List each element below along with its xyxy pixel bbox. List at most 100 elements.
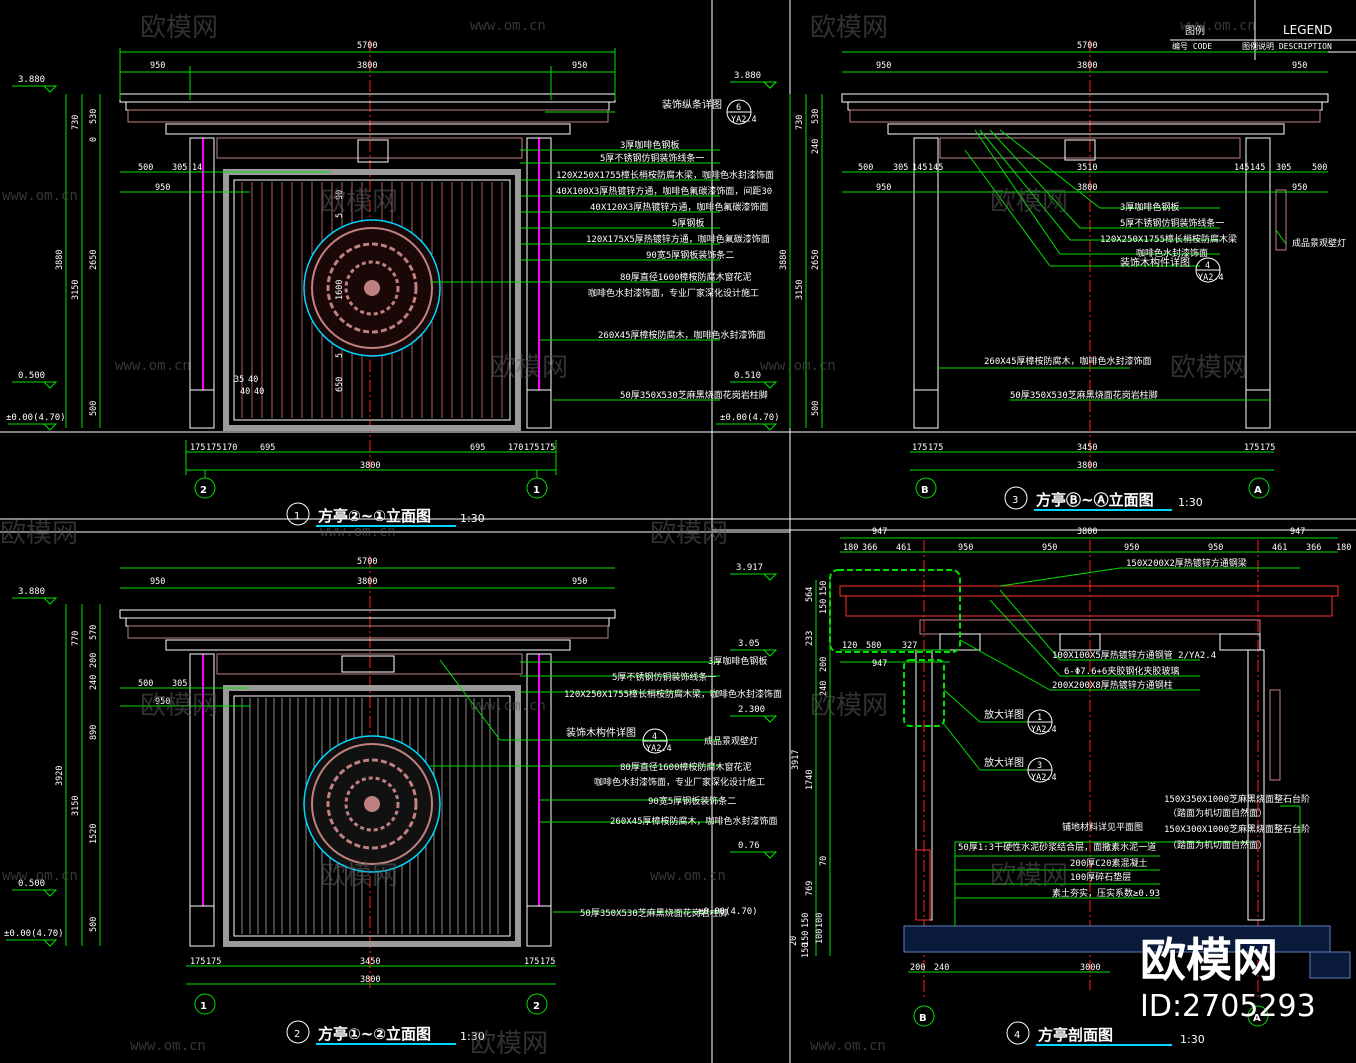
svg-text:±0.00(4.70): ±0.00(4.70)	[4, 929, 64, 939]
svg-text:50厚1:3干硬性水泥砂浆结合层，面撒素水泥一道: 50厚1:3干硬性水泥砂浆结合层，面撒素水泥一道	[958, 841, 1156, 853]
svg-text:5700: 5700	[357, 41, 377, 51]
svg-text:730: 730	[71, 115, 81, 130]
svg-text:80厚直径1600樟桉防腐木窗花泥: 80厚直径1600樟桉防腐木窗花泥	[620, 761, 752, 773]
svg-text:成品景观壁灯: 成品景观壁灯	[1292, 237, 1346, 249]
svg-text:950: 950	[1208, 543, 1223, 553]
svg-text:14: 14	[192, 163, 202, 173]
legend-header: 图例 LEGEND 编号 CODE 图例说明 DESCRIPTION	[1172, 23, 1332, 51]
svg-text:2650: 2650	[811, 250, 821, 270]
svg-text:www.om.cn: www.om.cn	[2, 868, 78, 884]
svg-text:150X300X1000芝麻黑烧面整石台阶: 150X300X1000芝麻黑烧面整石台阶	[1164, 823, 1310, 835]
svg-text:www.om.cn: www.om.cn	[2, 188, 78, 204]
svg-text:950: 950	[958, 543, 973, 553]
watermark-id: ID:2705293	[1140, 989, 1316, 1024]
svg-text:5700: 5700	[357, 557, 377, 567]
svg-text:305: 305	[172, 679, 187, 689]
svg-text:200: 200	[819, 657, 829, 672]
svg-text:1:30: 1:30	[460, 512, 485, 525]
svg-text:100X100X5厚热镀锌方通钢管 2/YA2.4: 100X100X5厚热镀锌方通钢管 2/YA2.4	[1052, 649, 1216, 661]
svg-text:769: 769	[805, 881, 815, 896]
svg-text:YA2.4: YA2.4	[731, 115, 757, 125]
svg-text:366: 366	[1306, 543, 1321, 553]
svg-text:www.om.cn: www.om.cn	[470, 18, 546, 34]
svg-text:150: 150	[801, 913, 811, 928]
svg-text:素土夯实，压实系数≥0.93: 素土夯实，压实系数≥0.93	[1052, 887, 1160, 899]
svg-text:150: 150	[801, 931, 811, 946]
svg-text:YA2.4: YA2.4	[1031, 773, 1057, 783]
svg-text:3880: 3880	[55, 250, 65, 270]
svg-text:730: 730	[795, 115, 805, 130]
svg-text:B: B	[919, 1013, 927, 1024]
svg-text:4: 4	[652, 732, 657, 742]
svg-text:145: 145	[928, 163, 943, 173]
svg-text:3450: 3450	[1077, 443, 1097, 453]
svg-text:40: 40	[248, 375, 258, 385]
svg-text:3917: 3917	[791, 750, 801, 770]
svg-text:欧模网: 欧模网	[0, 519, 78, 549]
svg-text:装饰纵条详图: 装饰纵条详图	[662, 98, 722, 111]
svg-text:www.om.cn: www.om.cn	[760, 358, 836, 374]
svg-text:3800: 3800	[357, 61, 377, 71]
svg-text:200: 200	[89, 653, 99, 668]
svg-text:欧模网: 欧模网	[470, 1029, 548, 1059]
svg-text:530: 530	[89, 109, 99, 124]
view1-leaders	[430, 111, 720, 401]
svg-text:1: 1	[1037, 713, 1042, 723]
svg-text:180: 180	[1336, 543, 1351, 553]
svg-text:90宽5厚钢板装饰条二: 90宽5厚钢板装饰条二	[648, 795, 736, 807]
svg-text:100: 100	[815, 913, 825, 928]
svg-text:A: A	[1254, 485, 1262, 496]
svg-text:530: 530	[811, 109, 821, 124]
svg-text:3150: 3150	[71, 280, 81, 300]
svg-text:www.om.cn: www.om.cn	[470, 698, 546, 714]
svg-text:3800: 3800	[360, 461, 380, 471]
svg-text:100厚碎石垫层: 100厚碎石垫层	[1070, 871, 1131, 883]
svg-text:233: 233	[805, 631, 815, 646]
svg-text:YA2.4: YA2.4	[646, 744, 672, 754]
svg-text:0.510: 0.510	[734, 371, 761, 381]
svg-text:±0.00(4.70): ±0.00(4.70)	[6, 413, 66, 423]
svg-text:www.om.cn: www.om.cn	[810, 1038, 886, 1054]
svg-text:175: 175	[1244, 443, 1259, 453]
svg-text:100: 100	[815, 929, 825, 944]
svg-text:5厚钢板: 5厚钢板	[672, 217, 704, 229]
svg-text:方亭②~①立面图: 方亭②~①立面图	[318, 507, 431, 525]
svg-text:260X45厚樟桉防腐木，咖啡色水封漆饰面: 260X45厚樟桉防腐木，咖啡色水封漆饰面	[610, 815, 778, 827]
svg-text:2: 2	[533, 1001, 540, 1012]
svg-text:3.880: 3.880	[18, 75, 45, 85]
svg-text:方亭①~②立面图: 方亭①~②立面图	[318, 1025, 431, 1043]
svg-text:950: 950	[876, 183, 891, 193]
svg-text:YA2.4: YA2.4	[1198, 273, 1224, 283]
svg-text:461: 461	[1272, 543, 1287, 553]
svg-text:5厚不锈钢仿铜装饰线条一: 5厚不锈钢仿铜装饰线条一	[1120, 217, 1224, 229]
svg-text:欧模网: 欧模网	[140, 13, 218, 43]
svg-text:500: 500	[811, 401, 821, 416]
svg-text:366: 366	[862, 543, 877, 553]
svg-text:咖啡色水封漆饰面，专业厂家深化设计施工: 咖啡色水封漆饰面，专业厂家深化设计施工	[588, 287, 759, 299]
svg-text:0.500: 0.500	[18, 371, 45, 381]
view1-dimension-lines	[65, 48, 616, 475]
view1-elevation: 3.880 0.500 ±0.00(4.70) 3.880 0.510 ±0.0…	[6, 40, 780, 527]
svg-text:570: 570	[89, 625, 99, 640]
svg-text:770: 770	[71, 631, 81, 646]
svg-text:3450: 3450	[360, 957, 380, 967]
svg-text:120X175X5厚热镀锌方通，咖啡色氟碳漆饰面: 120X175X5厚热镀锌方通，咖啡色氟碳漆饰面	[586, 233, 770, 245]
svg-text:327: 327	[902, 641, 917, 651]
svg-text:3000: 3000	[1080, 963, 1100, 973]
svg-text:500: 500	[89, 917, 99, 932]
svg-text:650: 650	[335, 377, 345, 392]
svg-text:2: 2	[294, 1029, 300, 1040]
svg-text:500: 500	[1312, 163, 1327, 173]
svg-text:1600: 1600	[335, 280, 345, 300]
svg-text:50厚350X530芝麻黑烧面花岗岩柱脚: 50厚350X530芝麻黑烧面花岗岩柱脚	[1010, 389, 1158, 401]
svg-text:1: 1	[200, 1001, 207, 1012]
svg-text:3800: 3800	[357, 577, 377, 587]
svg-text:950: 950	[150, 61, 165, 71]
svg-text:装饰木构件详图: 装饰木构件详图	[1120, 256, 1190, 269]
svg-text:3800: 3800	[1077, 461, 1097, 471]
svg-text:950: 950	[1042, 543, 1057, 553]
svg-text:3: 3	[1012, 495, 1018, 506]
svg-text:175: 175	[540, 443, 555, 453]
watermark-big: 欧模网	[1140, 933, 1278, 987]
svg-text:www.om.cn: www.om.cn	[1180, 18, 1256, 34]
